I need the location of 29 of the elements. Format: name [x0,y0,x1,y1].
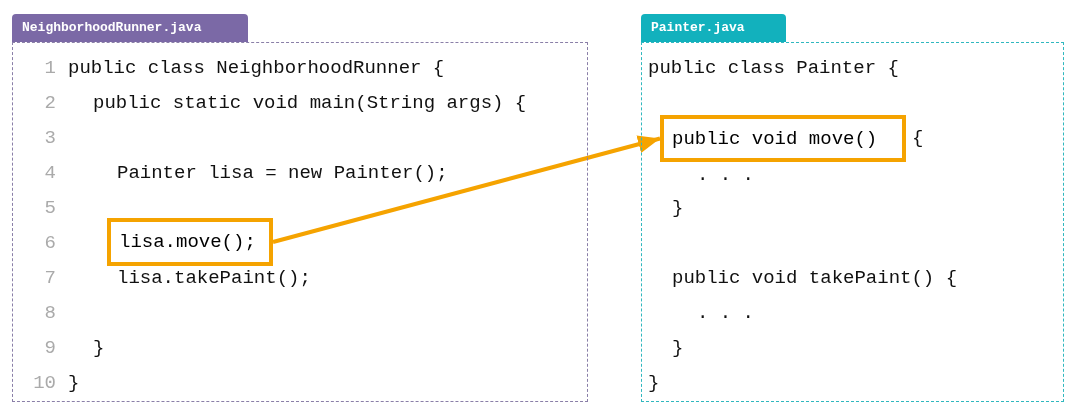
highlighted-code: public void move() [660,115,906,162]
code-line: lisa.takePaint(); [117,266,311,290]
code-line: } [672,196,684,220]
code-line: } [68,371,80,395]
code-line: } [648,371,660,395]
code-line: public class Painter { [648,56,899,80]
line-number: 7 [43,266,56,290]
line-number: 5 [43,196,56,220]
code-line: Painter lisa = new Painter(); [117,161,448,185]
code-line: public static void main(String args) { [93,91,527,115]
code-line: public void takePaint() { [672,266,958,290]
file-name-tab: NeighborhoodRunner.java [12,14,248,42]
line-number: 3 [43,126,56,150]
code-line: . . . [697,301,754,325]
code-line: . . . [697,163,754,187]
line-number: 10 [32,371,56,395]
code-line: public class NeighborhoodRunner { [68,56,445,80]
arrow [272,135,661,244]
line-number: 6 [43,231,56,255]
line-number: 8 [43,301,56,325]
code-line: } [93,336,105,360]
line-number: 9 [43,336,56,360]
highlighted-code: lisa.move(); [107,218,273,266]
line-number: 2 [43,91,56,115]
code-line: } [672,336,684,360]
file-name-tab: Painter.java [641,14,786,42]
line-number: 4 [43,161,56,185]
line-number: 1 [43,56,56,80]
code-line: { [912,126,924,150]
